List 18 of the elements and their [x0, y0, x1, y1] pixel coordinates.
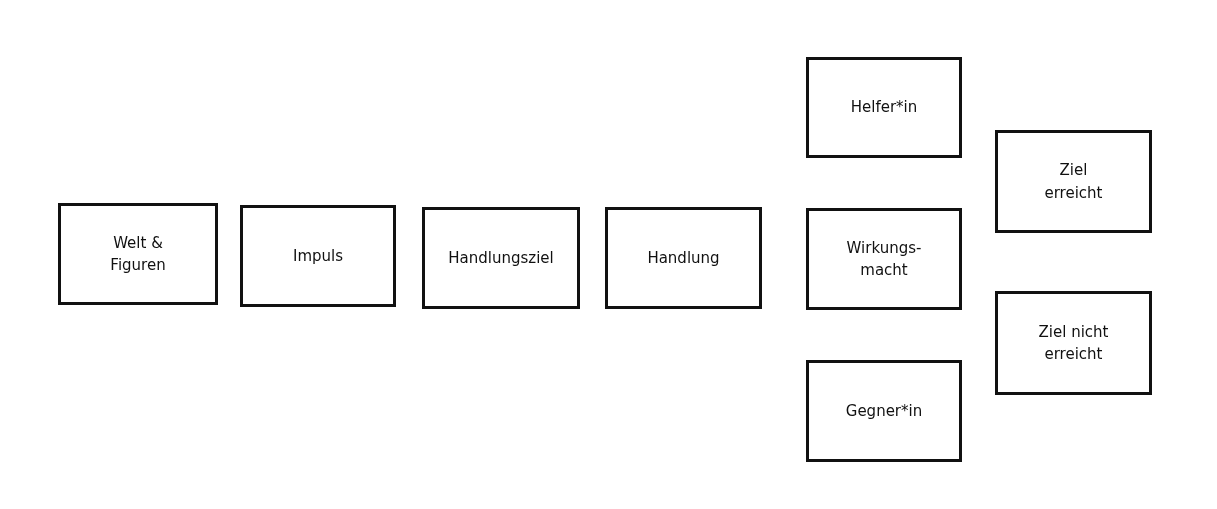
process-box	[806, 208, 962, 310]
box-label: Ziel nicht erreicht	[1037, 321, 1110, 365]
process-box	[995, 291, 1152, 395]
process-box	[806, 57, 962, 158]
box-label: Handlungsziel	[448, 247, 554, 269]
process-box	[422, 207, 580, 309]
box-label: Gegner*in	[845, 400, 923, 422]
process-box	[240, 205, 396, 307]
process-box	[806, 360, 962, 462]
box-label: Welt & Figuren	[109, 232, 167, 276]
process-box	[58, 203, 218, 305]
box-label: Impuls	[292, 245, 343, 267]
box-label: Handlung	[647, 247, 720, 269]
box-label: Wirkungs- macht	[845, 237, 923, 281]
process-box	[995, 130, 1152, 233]
box-label: Helfer*in	[850, 97, 918, 119]
process-box	[605, 207, 762, 309]
box-label: Ziel erreicht	[1043, 160, 1104, 204]
